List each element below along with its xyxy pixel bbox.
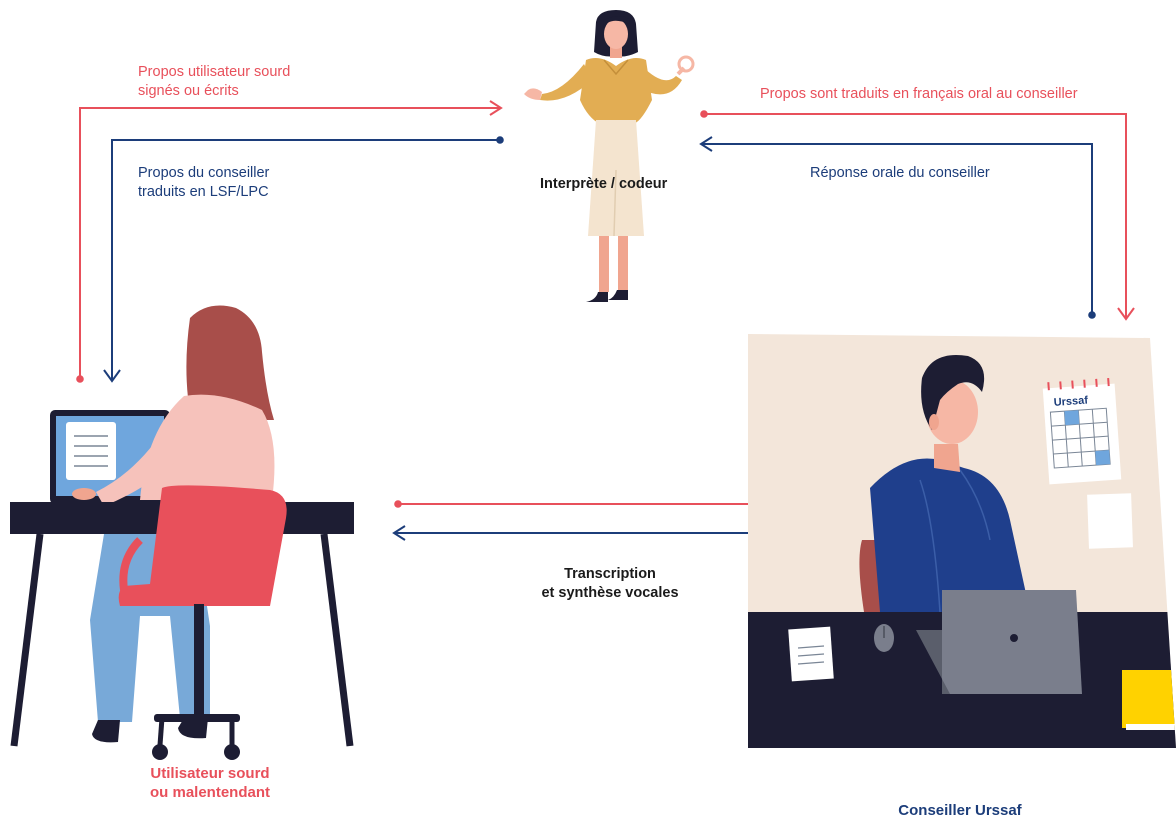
arrow-advisor-to-interpreter bbox=[699, 136, 1093, 314]
label-interpreter-to-advisor: Propos sont traduits en français oral au… bbox=[760, 86, 1078, 102]
advisor-title: Conseiller Urssaf bbox=[898, 802, 1022, 819]
interpreter-illustration bbox=[524, 10, 695, 302]
label-interpreter-to-user: Propos du conseiller traduits en LSF/LPC bbox=[138, 165, 270, 200]
arrow-interpreter-to-advisor bbox=[704, 113, 1135, 321]
laptop bbox=[942, 590, 1082, 694]
interpreter-title: Interprète / codeur bbox=[540, 176, 668, 192]
calendar-brand: Urssaf bbox=[1053, 394, 1088, 408]
advisor-illustration: Urssaf bbox=[748, 334, 1176, 748]
arrow-user-to-interpreter bbox=[79, 100, 503, 378]
arrow-start-dot bbox=[496, 136, 504, 144]
label-user-to-interpreter: Propos utilisateur sourd signés ou écrit… bbox=[138, 64, 291, 99]
user-title: Utilisateur sourd ou malentendant bbox=[149, 765, 270, 801]
chair bbox=[118, 485, 287, 606]
arrow-start-dot bbox=[76, 375, 84, 383]
arrow-advisor-to-user bbox=[392, 525, 797, 541]
arrow-start-dot bbox=[700, 110, 708, 118]
arrow-start-dot bbox=[1088, 311, 1096, 319]
arrow-interpreter-to-user bbox=[103, 139, 500, 383]
calendar: Urssaf bbox=[1042, 377, 1122, 485]
arrow-start-dot bbox=[394, 500, 402, 508]
label-transcription: Transcription et synthèse vocales bbox=[541, 566, 679, 601]
user-illustration bbox=[10, 305, 354, 760]
arrow-user-to-advisor bbox=[398, 496, 803, 512]
label-advisor-to-interpreter: Réponse orale du conseiller bbox=[810, 165, 990, 181]
